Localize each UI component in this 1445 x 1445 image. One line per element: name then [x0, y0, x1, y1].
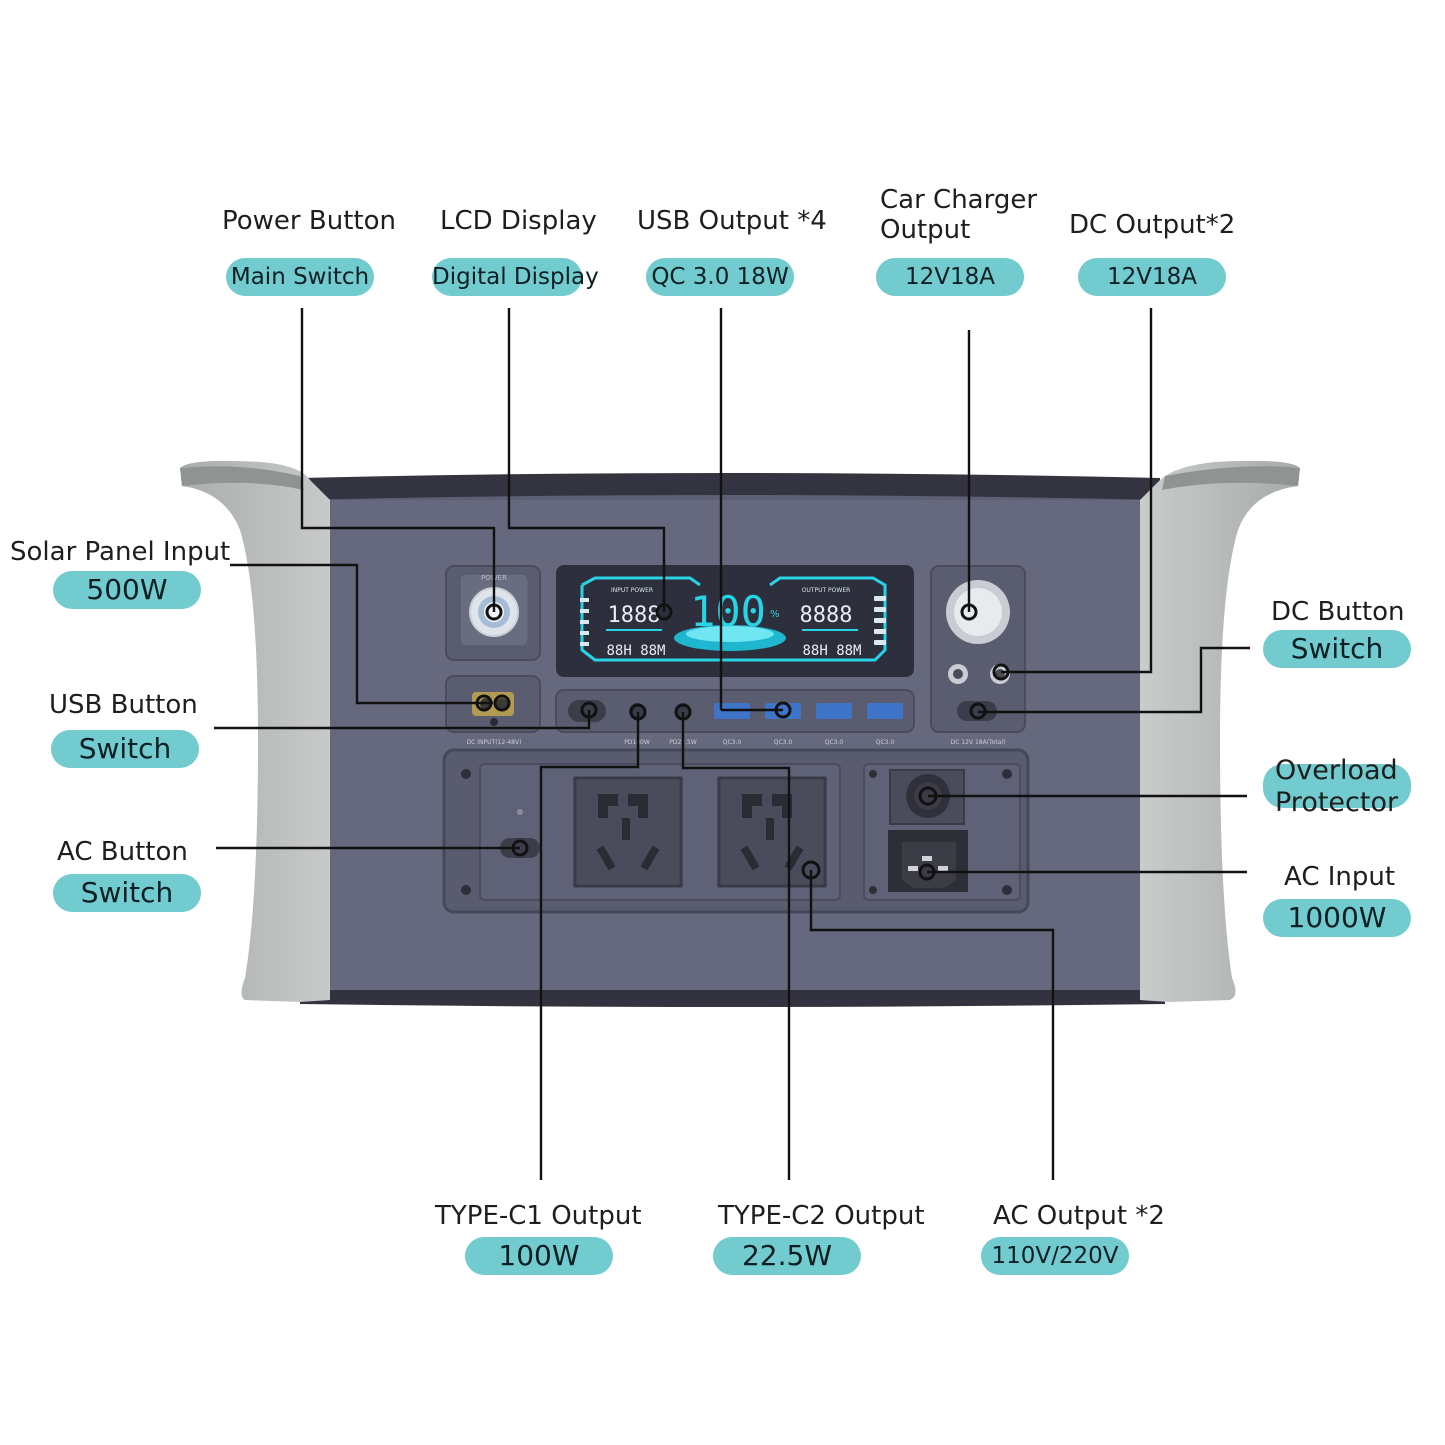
overload-protector-pill — [1263, 764, 1411, 808]
lcd-percent-sign: % — [770, 609, 780, 620]
usb-button-pill: Switch — [51, 730, 199, 768]
left-grip-top — [180, 466, 304, 490]
usb-button-title: USB Button — [49, 690, 198, 720]
solar-input-title: Solar Panel Input — [10, 537, 231, 567]
dc-button[interactable] — [957, 701, 997, 721]
device-top-band — [300, 473, 1160, 500]
ac-output-title: AC Output *2 — [993, 1201, 1165, 1231]
dc-button-title: DC Button — [1271, 597, 1405, 627]
right-grip — [1140, 460, 1300, 1002]
usb-button[interactable] — [568, 700, 606, 722]
lcd-screen — [556, 565, 914, 677]
power-button-pill: Main Switch — [226, 258, 374, 296]
type-c2-title: TYPE-C2 Output — [718, 1201, 925, 1231]
car-charger-pill: 12V18A — [876, 258, 1024, 296]
leader-end-markers — [475, 603, 1010, 881]
left-grip — [180, 460, 330, 1002]
ac-button-pill: Switch — [53, 874, 201, 912]
type-c1-pill: 100W — [465, 1237, 613, 1275]
ac-button-title: AC Button — [57, 837, 188, 867]
lcd-input-digits: 1888 — [608, 603, 661, 628]
car-charger-title-line1: Car Charger — [880, 185, 1038, 215]
overload-protector-line1: Overload — [1275, 755, 1398, 786]
solar-input-pill: 500W — [53, 571, 201, 609]
port-label-usb1: QC3.0 — [723, 739, 742, 746]
ac-input-pill: 1000W — [1263, 899, 1411, 937]
lcd-display-title: LCD Display — [440, 206, 597, 236]
port-label-usb3: QC3.0 — [825, 739, 844, 746]
power-button-title: Power Button — [222, 206, 396, 236]
usb-port-4 — [867, 703, 903, 719]
lcd-time-right: 88H 88M — [802, 643, 861, 659]
ac-output-pill: 110V/220V — [981, 1237, 1129, 1275]
lcd-display-pill: Digital Display — [432, 258, 599, 296]
port-label-usb2: QC3.0 — [774, 739, 793, 746]
lcd-output-digits: 8888 — [800, 603, 853, 628]
leader-lines — [214, 308, 1250, 1180]
type-c2-pill: 22.5W — [713, 1237, 861, 1275]
lcd-frame — [580, 576, 887, 662]
dc-output-title: DC Output*2 — [1069, 210, 1236, 240]
lcd-input-power: INPUT POWER — [611, 587, 653, 594]
overload-protector-line2: Protector — [1275, 787, 1399, 818]
dc-button-pill: Switch — [1263, 630, 1411, 668]
dc-out-label: DC 12V 18A(Total) — [951, 739, 1006, 746]
dc-output-pill: 12V18A — [1078, 258, 1226, 296]
dc-input-label: DC INPUT(12-48V) — [467, 739, 522, 746]
car-charger-title-line2: Output — [880, 215, 971, 245]
type-c1-title: TYPE-C1 Output — [435, 1201, 642, 1231]
lcd-time-left: 88H 88M — [606, 643, 665, 659]
usb-port-3 — [816, 703, 852, 719]
lcd-status-icons — [580, 596, 886, 646]
usb-output-title: USB Output *4 — [637, 206, 827, 236]
lcd-output-power: OUTPUT POWER — [802, 587, 851, 594]
usb-output-pill: QC 3.0 18W — [646, 258, 794, 296]
port-label-usb4: QC3.0 — [876, 739, 895, 746]
right-grip-top — [1162, 466, 1300, 490]
lcd-percent: 100 — [690, 587, 766, 636]
ac-input-title: AC Input — [1284, 862, 1396, 892]
